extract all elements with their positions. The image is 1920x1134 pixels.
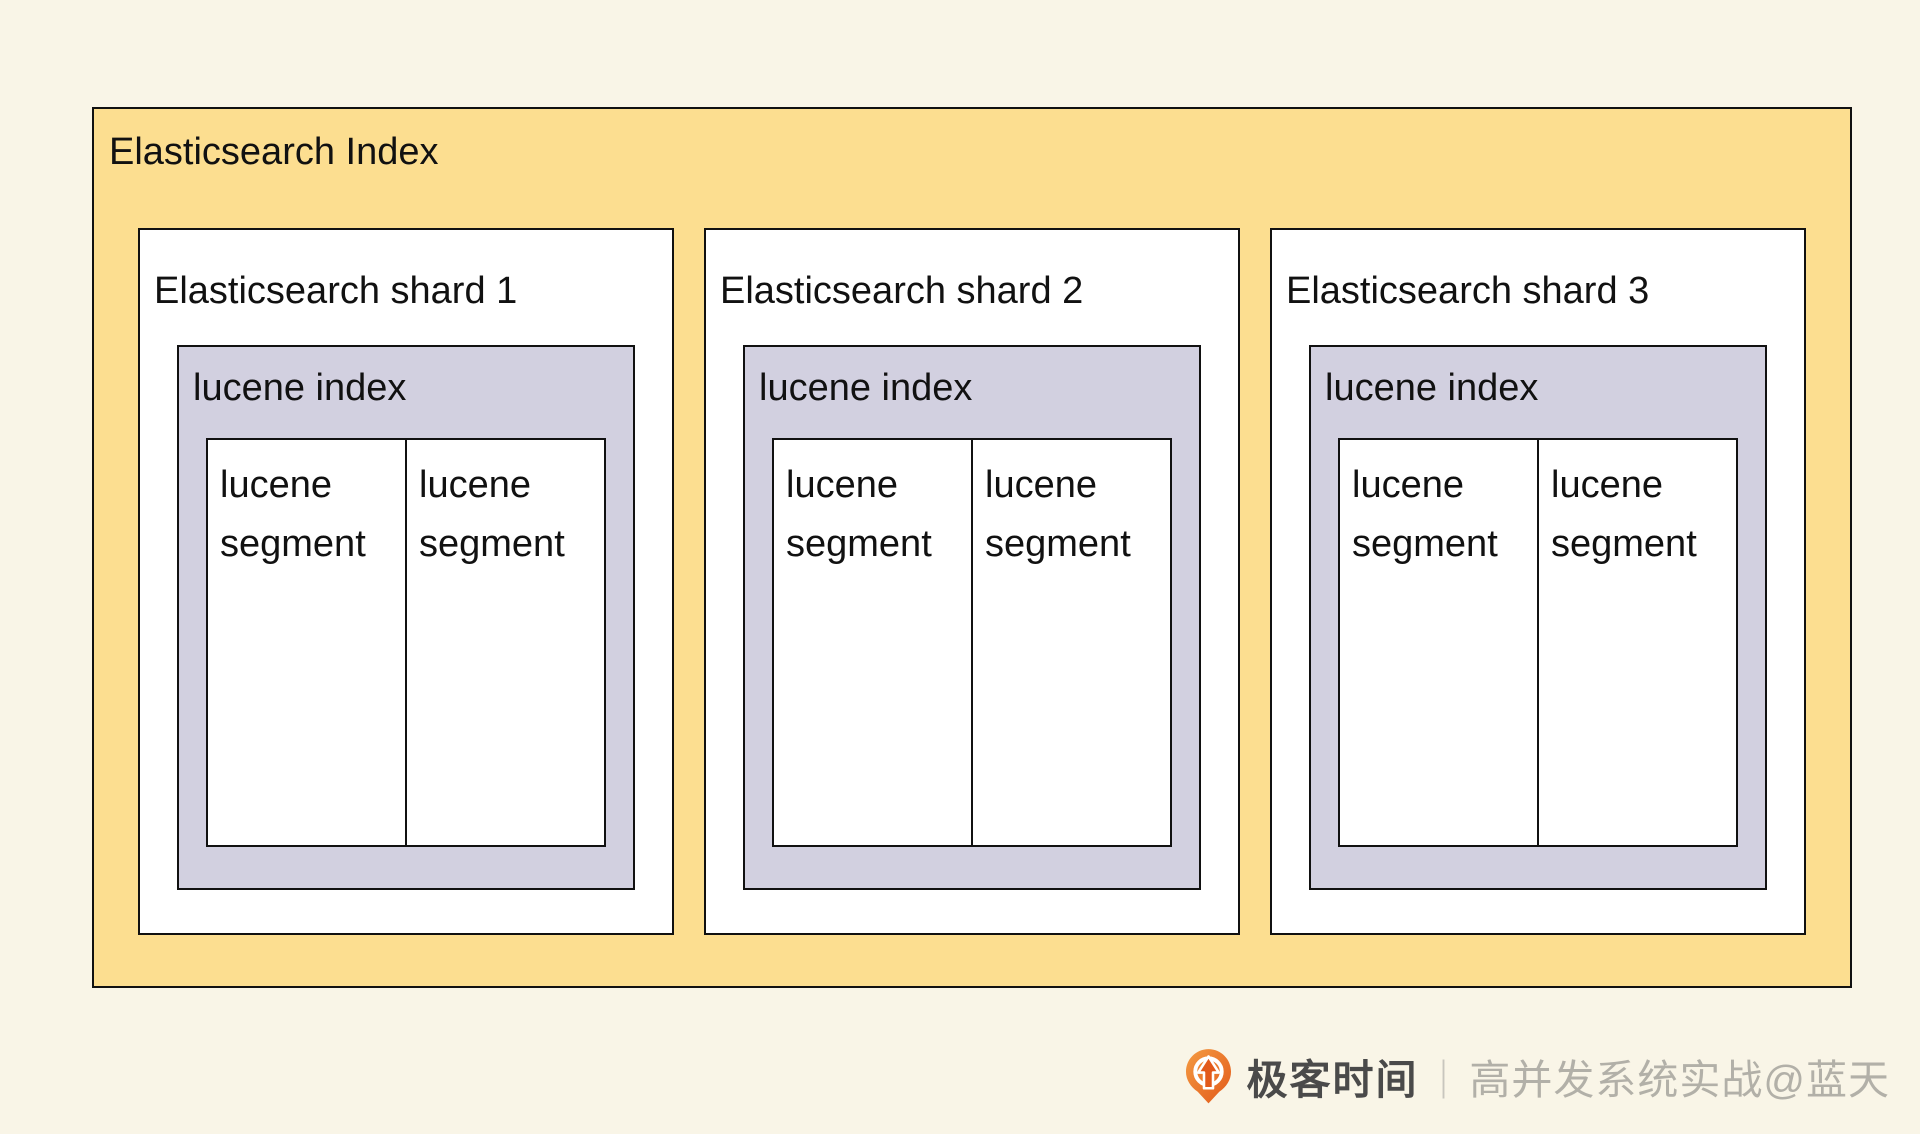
segment-label: lucene segment: [220, 464, 366, 565]
lucene-segment-box: lucene segment: [973, 438, 1172, 847]
segments-row: lucene segment lucene segment: [1338, 438, 1738, 847]
lucene-index-box: lucene index lucene segment lucene segme…: [1309, 345, 1767, 890]
segment-label: lucene segment: [985, 464, 1131, 565]
geektime-pin-icon: [1186, 1048, 1232, 1103]
lucene-segment-box: lucene segment: [1338, 438, 1539, 847]
segment-label: lucene segment: [1352, 464, 1498, 565]
lucene-index-title: lucene index: [1325, 367, 1539, 409]
shard-box-2: Elasticsearch shard 2 lucene index lucen…: [704, 228, 1240, 935]
shard-box-1: Elasticsearch shard 1 lucene index lucen…: [138, 228, 674, 935]
segments-row: lucene segment lucene segment: [772, 438, 1172, 847]
segment-label: lucene segment: [1551, 464, 1697, 565]
lucene-index-box: lucene index lucene segment lucene segme…: [177, 345, 635, 890]
watermark-text: 高并发系统实战@蓝天: [1469, 1057, 1890, 1103]
shards-row: Elasticsearch shard 1 lucene index lucen…: [138, 228, 1806, 935]
shard-title: Elasticsearch shard 2: [720, 270, 1084, 312]
lucene-segment-box: lucene segment: [206, 438, 407, 847]
footer-watermark: 极客时间 | 高并发系统实战@蓝天: [1185, 1040, 1890, 1112]
lucene-index-title: lucene index: [759, 367, 973, 409]
shard-box-3: Elasticsearch shard 3 lucene index lucen…: [1270, 228, 1806, 935]
index-title: Elasticsearch Index: [109, 131, 439, 173]
segments-row: lucene segment lucene segment: [206, 438, 606, 847]
elasticsearch-index-box: Elasticsearch Index Elasticsearch shard …: [92, 107, 1852, 988]
brand-name: 极客时间: [1246, 1057, 1419, 1103]
lucene-segment-box: lucene segment: [407, 438, 606, 847]
shard-title: Elasticsearch shard 3: [1286, 270, 1650, 312]
footer-divider: |: [1440, 1052, 1447, 1099]
lucene-segment-box: lucene segment: [1539, 438, 1738, 847]
lucene-index-box: lucene index lucene segment lucene segme…: [743, 345, 1201, 890]
segment-label: lucene segment: [786, 464, 932, 565]
segment-label: lucene segment: [419, 464, 565, 565]
lucene-segment-box: lucene segment: [772, 438, 973, 847]
shard-title: Elasticsearch shard 1: [154, 270, 518, 312]
lucene-index-title: lucene index: [193, 367, 407, 409]
